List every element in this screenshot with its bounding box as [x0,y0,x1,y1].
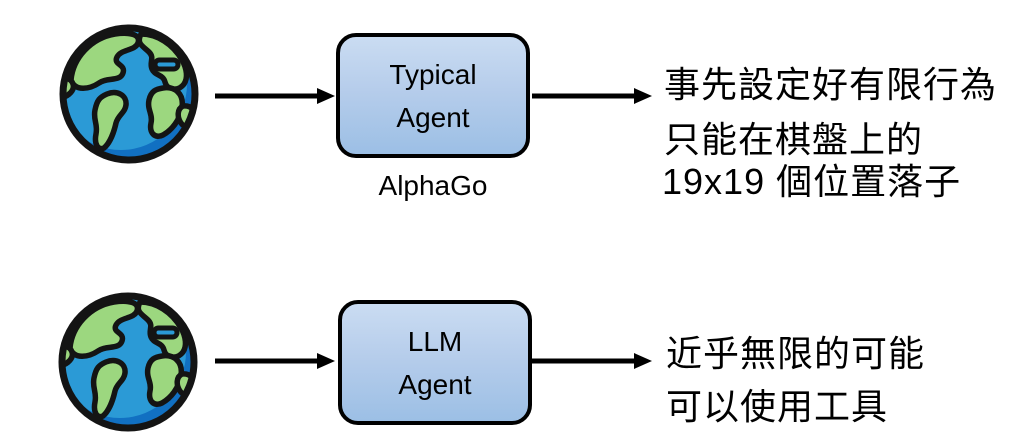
arrow-right-icon [213,86,335,106]
arrow-right-icon [213,351,335,371]
llm-agent-box: LLM Agent [338,300,532,425]
earth-globe-icon [57,20,201,168]
outcome-text-line: 可以使用工具 [666,386,889,427]
typical-agent-box: Typical Agent [336,33,530,158]
agent-name-caption: AlphaGo [378,170,488,201]
agent-box-label-line: Agent [396,101,470,133]
agent-box-label-line: Typical [389,58,477,90]
agent-box-label-line: LLM [407,325,463,357]
outcome-text-line: 事先設定好有限行為 [664,64,998,105]
outcome-text-line: 近乎無限的可能 [666,333,926,374]
arrow-right-icon [530,86,652,106]
outcome-text-line: 19x19 個位置落子 [662,161,962,202]
agent-box-label-line: Agent [398,368,472,400]
arrow-right-icon [530,351,652,371]
outcome-text-line: 只能在棋盤上的 [664,119,924,160]
earth-globe-icon [56,288,200,436]
